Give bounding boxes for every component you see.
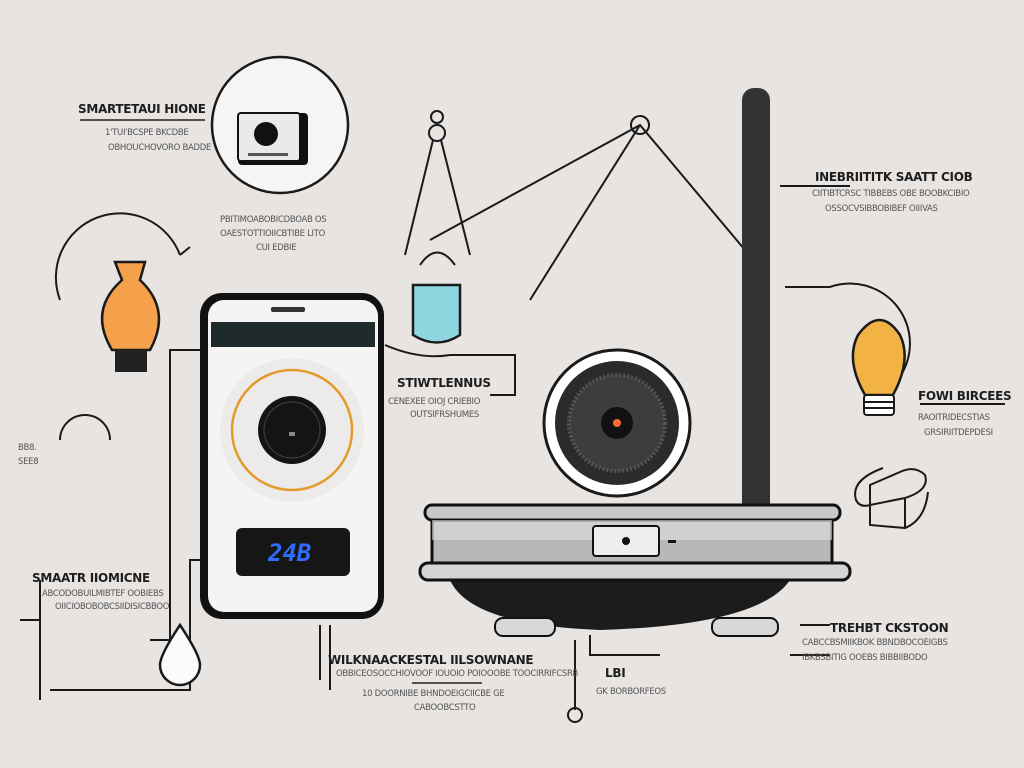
armchair-icon	[854, 467, 929, 530]
label-line: OBBICEOSOCCHIOVOOF IOUOIO POIOOOBE TOOCI…	[336, 669, 579, 679]
label-line: 10 DOORNIBE BHNDOEIGCIICBE GE	[362, 689, 504, 699]
label-center: STIWTLENNUS CENEXEE OIOJ CRIEBIO OUTSIFR…	[388, 376, 491, 420]
label-line: IBKBSBITIG OOEBS BIBBIIBODO	[802, 653, 928, 663]
label-right: FOWI BIRCEES RAOITRIDECSTIAS GRSIRIITDEP…	[918, 389, 1012, 438]
label-line: RAOITRIDECSTIAS	[918, 413, 990, 423]
temperature-display: 24B	[236, 528, 350, 576]
label-small-bottom: LBI GK BORBORFEOS	[596, 666, 666, 697]
speaker-icon	[542, 348, 692, 498]
connector-lines	[20, 123, 1005, 723]
phone-icon[interactable]: 24B	[200, 293, 384, 619]
label-bottom-center: WILKNAACKESTAL IILSOWNANE OBBICEOSOCCHIO…	[328, 653, 579, 713]
label-bottom-right: TREHBT CKSTOON CABCCBSMIIKBOK BBNDBOCOEI…	[802, 621, 949, 663]
label-title: TREHBT CKSTOON	[830, 621, 948, 635]
label-mid-left: PBITIMOABOBICDBOAB OS OAESTOTTIOIICBTIBE…	[220, 215, 327, 253]
lightbulb-icon	[851, 318, 906, 416]
label-line: CABOOBCSTTO	[414, 703, 476, 713]
label-title: INEBRIITITK SAATT CIOB	[815, 170, 973, 184]
label-line: ABCODOBUILMIBTEF OOBIEBS	[42, 589, 163, 599]
label-top-left: SMARTETAUI HIONE 1'TUI'BCSPE BKCDBE OBHO…	[78, 102, 211, 153]
label-left-edge: BB8. SEE8	[18, 443, 39, 467]
label-line: OUTSIFRSHUMES	[410, 410, 479, 420]
label-title: SMARTETAUI HIONE	[78, 102, 206, 116]
label-line: CIITIBTCRSC TIBBEBS OBE BOOBKCIBIO	[812, 189, 970, 199]
router-hub-icon	[418, 503, 852, 637]
label-title: STIWTLENNUS	[397, 376, 491, 390]
label-title: FOWI BIRCEES	[918, 389, 1011, 403]
label-top-right: INEBRIITITK SAATT CIOB CIITIBTCRSC TIBBE…	[812, 170, 973, 214]
pole-icon	[742, 88, 770, 518]
display-value: 24B	[267, 539, 311, 567]
label-title: SMAATR IIOMICNE	[32, 571, 150, 585]
hanging-planter-icon	[404, 110, 650, 344]
label-line: GRSIRIITDEPDESI	[924, 428, 993, 438]
label-title: LBI	[605, 666, 625, 680]
label-line: OBHOUCHOVORO BADDE	[108, 143, 211, 153]
label-line: GK BORBORFEOS	[596, 687, 666, 697]
label-line: 1'TUI'BCSPE BKCDBE	[105, 128, 188, 138]
label-line: PBITIMOABOBICDBOAB OS	[220, 215, 326, 225]
label-line: SEE8	[18, 457, 38, 467]
lamp-icon	[100, 260, 161, 372]
label-line: BB8.	[18, 443, 37, 453]
label-line: CABCCBSMIIKBOK BBNDBOCOEIGBS	[802, 638, 948, 648]
label-line: OAESTOTTIOIICBTIBE LITO	[220, 229, 326, 239]
label-line: OSSOCVSIBBOBIBEF OIIIVAS	[825, 204, 938, 214]
label-line: CENEXEE OIOJ CRIEBIO	[388, 397, 481, 407]
label-title: WILKNAACKESTAL IILSOWNANE	[328, 653, 533, 667]
label-bottom-left: SMAATR IIOMICNE ABCODOBUILMIBTEF OOBIEBS…	[32, 571, 170, 612]
water-drop-icon	[158, 622, 202, 687]
label-line: CUI EDBIE	[256, 243, 296, 253]
camera-icon	[210, 55, 350, 195]
label-line: OIICIOBOBOBCSIIDISICBBOO	[55, 602, 170, 612]
